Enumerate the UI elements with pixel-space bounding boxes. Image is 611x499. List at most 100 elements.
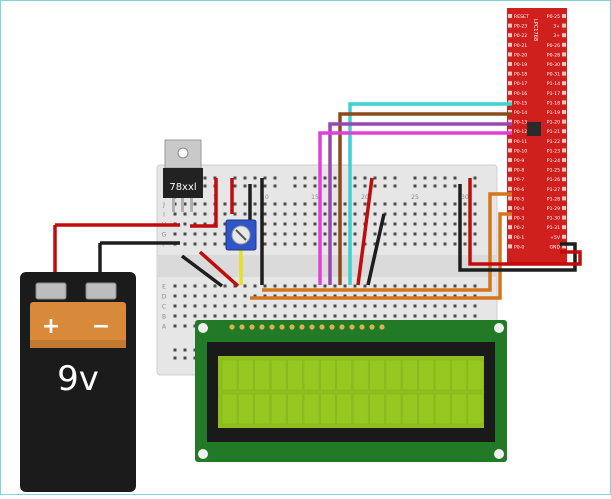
breadboard-hole: [343, 284, 347, 288]
board-pin-label-left: P0-9: [514, 158, 524, 164]
board-pin: [508, 119, 512, 124]
board-pin: [562, 90, 566, 95]
wire-purple: [328, 122, 512, 285]
breadboard-row-label: B: [162, 314, 166, 321]
lcd-cell: [467, 393, 484, 425]
breadboard-hole: [203, 232, 207, 236]
lcd-pin: [369, 324, 375, 330]
rail-hole: [423, 176, 427, 180]
lcd-pin: [309, 324, 315, 330]
breadboard-hole: [473, 242, 477, 246]
breadboard-hole: [283, 212, 287, 216]
breadboard-hole: [343, 222, 347, 226]
breadboard-hole: [423, 242, 427, 246]
lcd-cell: [270, 393, 287, 425]
breadboard-hole: [263, 222, 267, 226]
board-pin: [562, 110, 566, 114]
breadboard-hole: [373, 212, 377, 216]
battery-voltage-label: 9v: [57, 359, 99, 399]
breadboard-hole: [223, 232, 227, 236]
breadboard-hole: [333, 232, 337, 236]
board-pin-label-left: P0-12: [514, 129, 527, 135]
lcd-cell: [385, 359, 402, 391]
lcd-cell: [254, 393, 271, 425]
board-pin: [562, 23, 566, 28]
lcd-header-pins: [229, 324, 385, 330]
breadboard-hole: [443, 242, 447, 246]
board-pin: [508, 177, 512, 182]
board-pin-label-right: P1-22: [547, 139, 560, 145]
rail-hole: [383, 184, 387, 188]
lcd-pin: [299, 324, 305, 330]
breadboard-hole: [303, 242, 307, 246]
breadboard-hole: [393, 222, 397, 226]
board-pin-label-left: P0-18: [514, 72, 527, 78]
breadboard-hole: [373, 242, 377, 246]
breadboard-hole: [403, 314, 407, 318]
board-pin: [508, 244, 512, 249]
board-pin-label-right: P1-14: [547, 81, 560, 87]
regulator-label: 78xxl: [169, 182, 196, 193]
rail-hole: [173, 356, 177, 360]
board-pin-label-left: P0-23: [514, 24, 527, 30]
lcd-mount-hole: [494, 323, 504, 333]
lcd-cell: [467, 359, 484, 391]
breadboard-hole: [293, 212, 297, 216]
breadboard-row-label: F: [162, 242, 166, 249]
wire-orange-2: [250, 212, 512, 300]
breadboard-hole: [263, 304, 267, 308]
breadboard-hole: [393, 202, 397, 206]
breadboard-hole: [173, 232, 177, 236]
board-pin-label-right: P1-24: [547, 158, 560, 164]
breadboard-hole: [433, 314, 437, 318]
breadboard-hole: [283, 314, 287, 318]
wire-brown: [338, 112, 512, 285]
battery-terminal-plus: [35, 282, 67, 300]
lcd-cell: [287, 393, 303, 425]
rail-hole: [183, 356, 187, 360]
breadboard-hole: [193, 222, 197, 226]
breadboard-hole: [263, 232, 267, 236]
board-pin: [562, 81, 566, 86]
regulator-leg: [172, 198, 175, 212]
rail-hole: [443, 176, 447, 180]
breadboard-hole: [463, 222, 467, 226]
breadboard-hole: [473, 304, 477, 308]
breadboard-hole: [453, 242, 457, 246]
breadboard-hole: [413, 212, 417, 216]
rail-hole: [273, 176, 277, 180]
board-pin-label-right: P1-23: [547, 148, 560, 154]
breadboard-hole: [273, 314, 277, 318]
breadboard-hole: [453, 212, 457, 216]
board-pin: [562, 42, 566, 47]
breadboard-hole: [313, 232, 317, 236]
breadboard-hole: [363, 314, 367, 318]
battery-terminal-minus: [85, 282, 117, 300]
board-pin: [508, 14, 512, 18]
lcd-cell: [336, 359, 353, 391]
breadboard-hole: [293, 284, 297, 288]
breadboard-hole: [293, 242, 297, 246]
breadboard-hole: [253, 212, 257, 216]
breadboard-hole: [373, 284, 377, 288]
rail-hole: [433, 184, 437, 188]
board-pin: [562, 167, 566, 172]
breadboard-hole: [293, 304, 297, 308]
breadboard-hole: [343, 212, 347, 216]
breadboard-hole: [343, 294, 347, 298]
board-pin: [562, 196, 566, 201]
rail-hole: [393, 184, 397, 188]
breadboard-hole: [203, 202, 207, 206]
lcd-pin: [349, 324, 355, 330]
rail-hole: [203, 184, 207, 188]
board-pin-label-right: P0-30: [547, 62, 560, 68]
breadboard-col-label: 30: [461, 194, 469, 201]
rail-hole: [473, 176, 477, 180]
wire-red-diag: [198, 250, 240, 288]
board-pin: [562, 177, 566, 182]
board-chip: [527, 122, 541, 136]
breadboard-hole: [173, 304, 177, 308]
lcd-pin: [359, 324, 365, 330]
breadboard-hole: [273, 232, 277, 236]
lcd-pin: [329, 324, 335, 330]
